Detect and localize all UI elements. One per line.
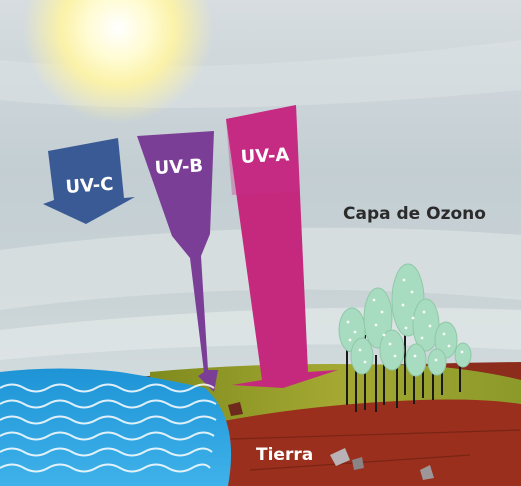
earth-soil [160,399,521,486]
earth-label: Tierra [256,445,313,465]
water-waves-icon [0,383,217,473]
rock-icon [228,402,434,480]
uv-b-arrow [137,131,218,392]
water-body [0,368,232,486]
ozone-layer-label: Capa de Ozono [343,204,486,224]
uv-c-arrow [43,138,135,224]
uv-c-label: UV-C [65,174,114,198]
tree-icon [338,263,472,412]
uv-a-arrow [226,105,338,388]
sun-icon [23,0,213,123]
uv-a-arrow-shade [226,105,300,195]
uv-b-label: UV-B [154,155,203,179]
uv-a-label: UV-A [240,144,290,168]
soil-crack [199,429,521,441]
